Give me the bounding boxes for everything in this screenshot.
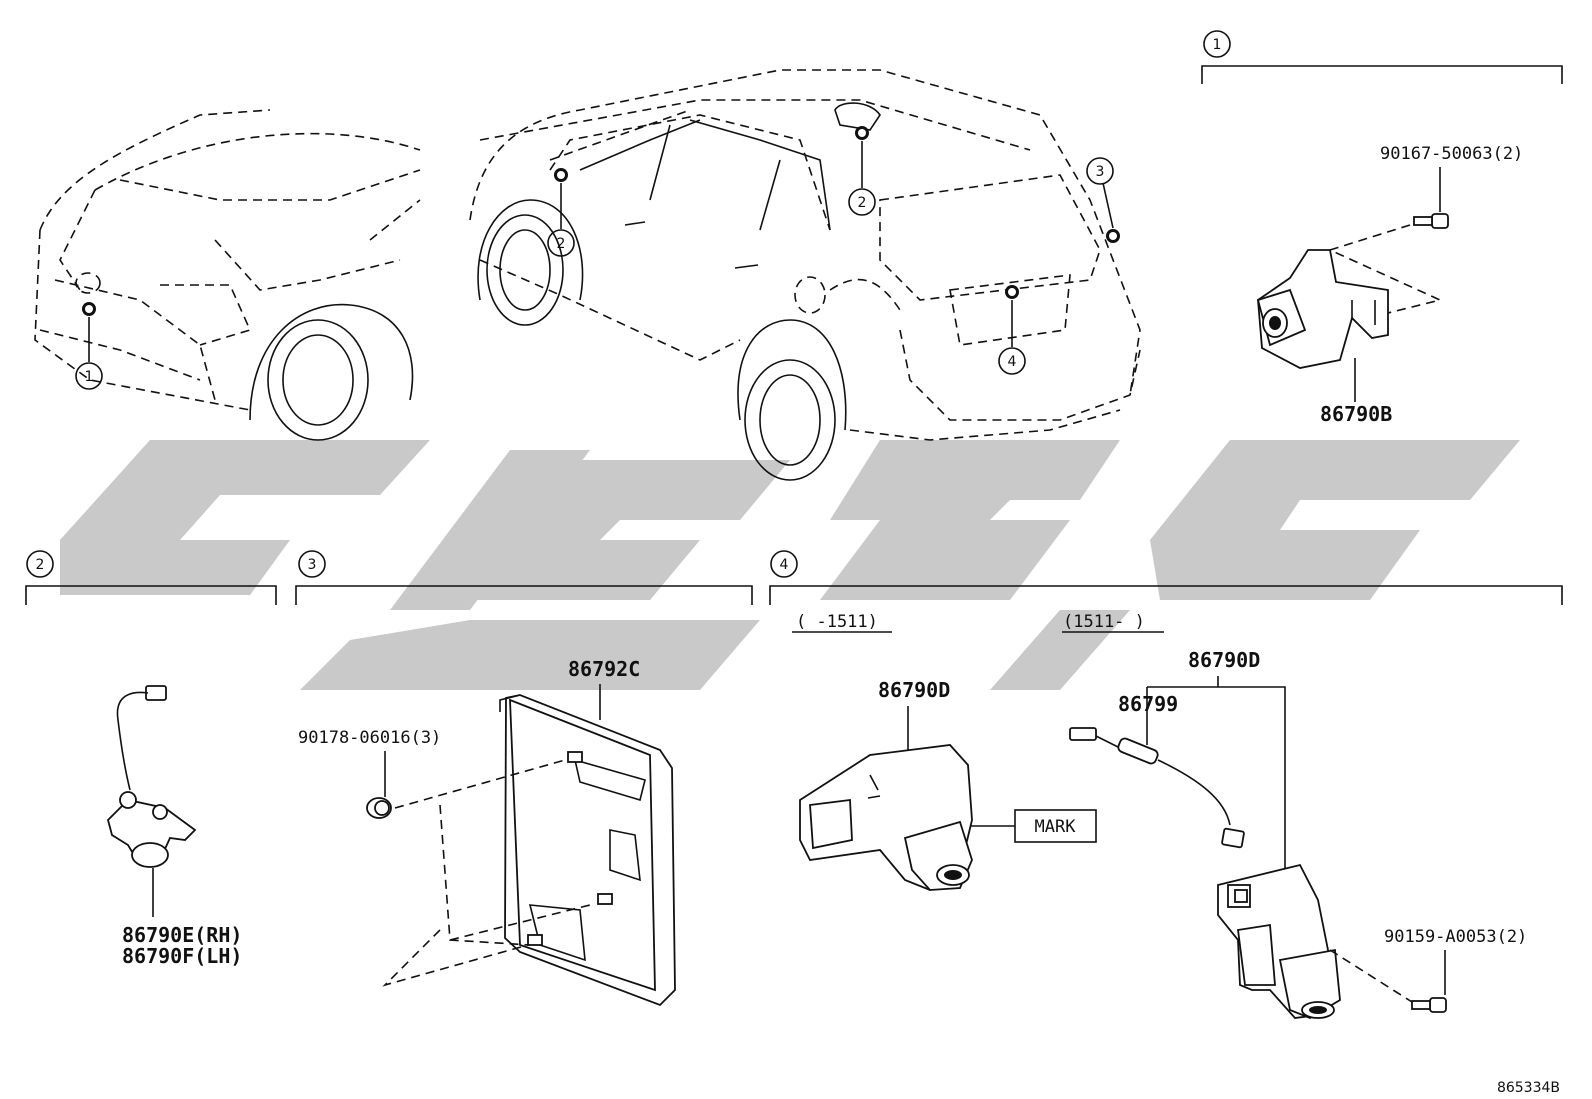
harness-86799 xyxy=(1069,727,1245,849)
car-callout-3: 3 xyxy=(1086,157,1114,185)
section-4-range-right: (1511- ) xyxy=(1062,612,1164,633)
diagram-code: 865334B xyxy=(1497,1080,1560,1096)
svg-text:1: 1 xyxy=(85,369,94,385)
svg-text:(1511- ): (1511- ) xyxy=(1063,612,1145,632)
section-4-bracket: 4 xyxy=(769,550,1563,605)
svg-text:4: 4 xyxy=(1008,354,1017,370)
svg-text:1: 1 xyxy=(1213,37,1222,53)
svg-text:3: 3 xyxy=(1096,164,1105,180)
svg-text:2: 2 xyxy=(36,557,45,573)
section-3-nut-label: 90178-06016(3) xyxy=(298,728,441,797)
svg-text:MARK: MARK xyxy=(1035,817,1077,837)
section-3-nut xyxy=(366,797,392,819)
svg-text:90159-A0053(2): 90159-A0053(2) xyxy=(1384,927,1527,947)
section-4-screw xyxy=(1411,997,1447,1013)
back-camera-86790B xyxy=(1256,249,1389,369)
section-1-camera-label: 86790B xyxy=(1320,358,1392,426)
back-camera-86790D-early xyxy=(799,744,973,892)
rear-car-sensor-markers xyxy=(554,126,1120,347)
section-1-bracket: 1 xyxy=(1201,30,1563,84)
watermark-logo xyxy=(60,440,1520,690)
svg-text:86790D: 86790D xyxy=(1188,648,1260,672)
svg-text:86790E(RH): 86790E(RH) xyxy=(122,923,242,947)
svg-text:( -1511): ( -1511) xyxy=(796,612,878,632)
control-module-86792C xyxy=(499,694,676,1007)
svg-text:86792C: 86792C xyxy=(568,657,640,681)
section-2-label: 86790E(RH) 86790F(LH) xyxy=(122,868,242,968)
section-4-screw-label: 90159-A0053(2) xyxy=(1384,927,1527,995)
section-1-screw xyxy=(1413,213,1449,229)
side-camera-86790E-F xyxy=(106,685,197,868)
section-1-screw-label: 90167-50063(2) xyxy=(1380,144,1523,212)
section-4-left-label: 86790D xyxy=(878,678,950,752)
svg-text:2: 2 xyxy=(858,195,867,211)
section-3-module-label: 86792C xyxy=(568,657,640,720)
svg-text:86790F(LH): 86790F(LH) xyxy=(122,944,242,968)
svg-text:2: 2 xyxy=(557,236,566,252)
svg-text:86790B: 86790B xyxy=(1320,402,1392,426)
svg-text:86799: 86799 xyxy=(1118,692,1178,716)
mark-label-box: MARK xyxy=(970,809,1097,843)
car-callout-1: 1 xyxy=(75,362,103,390)
front-car-illustration xyxy=(34,109,421,441)
section-3-bracket: 3 xyxy=(295,550,753,605)
car-callout-2a: 2 xyxy=(547,229,575,257)
car-callout-2b: 2 xyxy=(848,188,876,216)
svg-text:90178-06016(3): 90178-06016(3) xyxy=(298,728,441,748)
svg-text:90167-50063(2): 90167-50063(2) xyxy=(1380,144,1523,164)
section-4-right-labels: 86790D 86799 xyxy=(1118,648,1286,872)
front-sensor-marker xyxy=(82,302,96,362)
car-callout-4: 4 xyxy=(998,347,1026,375)
back-camera-86790D-late xyxy=(1217,863,1341,1020)
rear-car-illustration xyxy=(469,69,1141,481)
section-2-bracket: 2 xyxy=(25,550,277,605)
svg-text:4: 4 xyxy=(780,557,789,573)
svg-text:3: 3 xyxy=(308,557,317,573)
section-4-range-left: ( -1511) xyxy=(792,612,892,633)
svg-text:86790D: 86790D xyxy=(878,678,950,702)
